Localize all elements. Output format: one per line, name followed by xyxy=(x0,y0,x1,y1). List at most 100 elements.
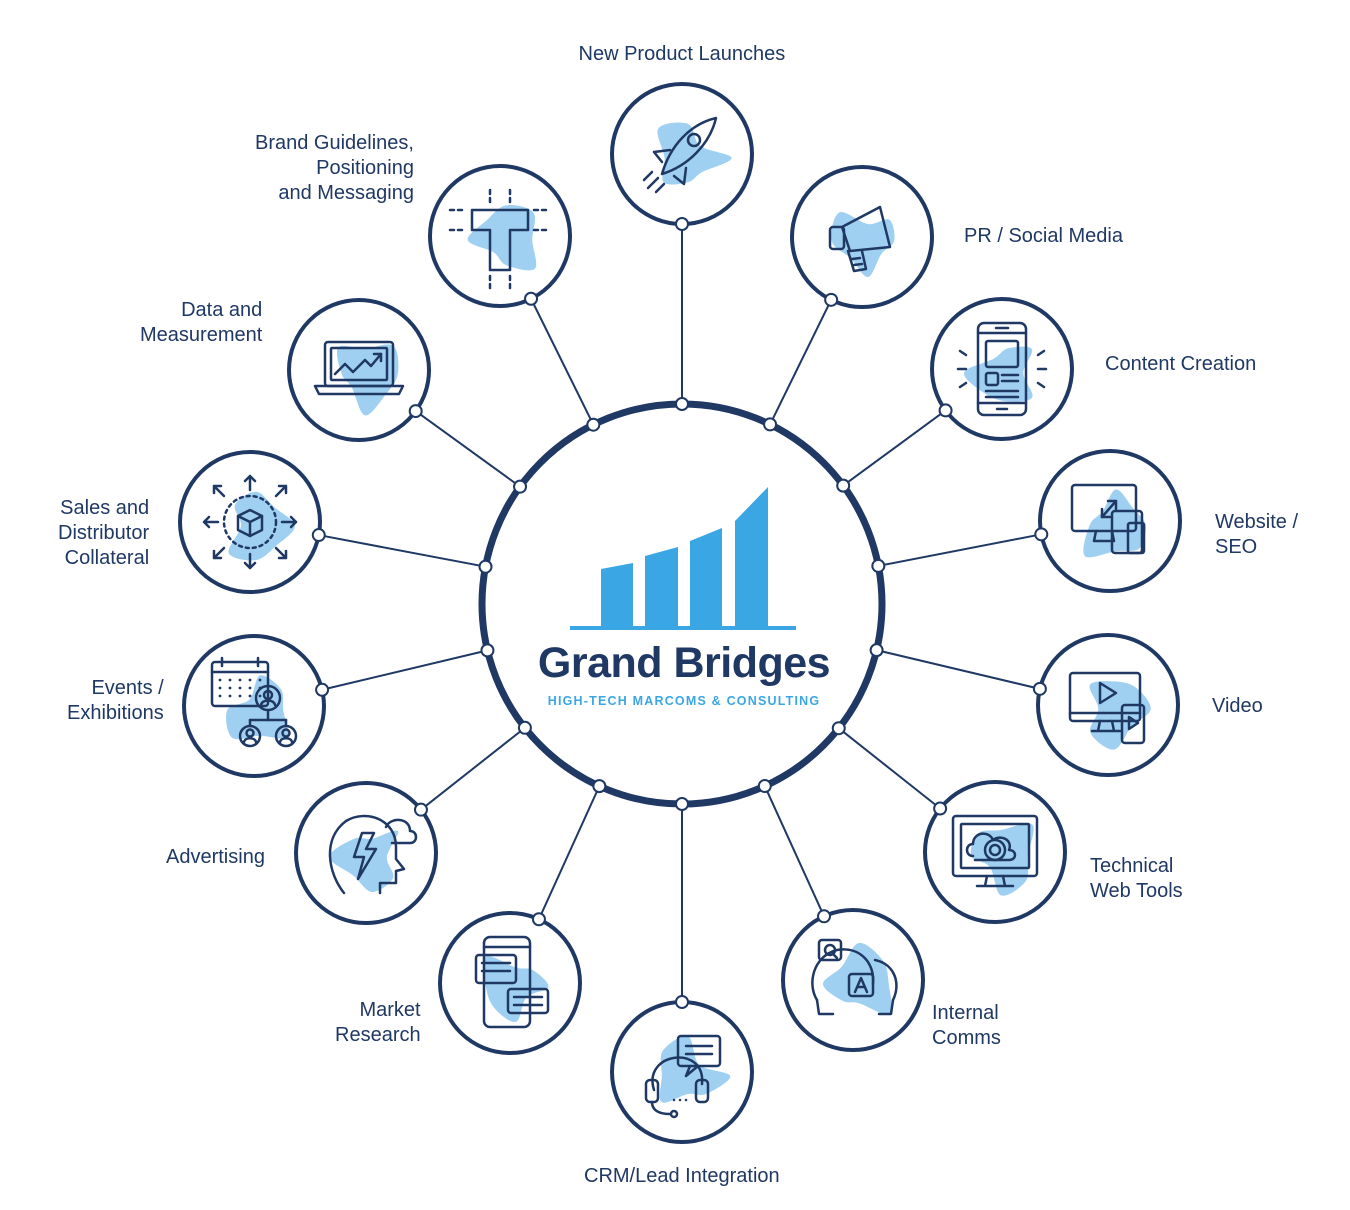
hub-connector-dot xyxy=(836,478,851,493)
service-node xyxy=(178,450,322,594)
chat-heads-icon xyxy=(811,938,898,1016)
node-connector-dot xyxy=(933,801,948,816)
hub-connector-dot xyxy=(675,397,689,411)
connector-line xyxy=(878,533,1042,567)
connector-line xyxy=(530,298,595,426)
service-label-line: New Product Launches xyxy=(578,43,786,65)
hub-connector-dot xyxy=(871,558,886,573)
service-node xyxy=(438,911,582,1055)
connector-lines xyxy=(318,224,1042,1002)
node-connector-dot xyxy=(1034,527,1049,542)
hub-connector-dot xyxy=(480,643,495,658)
service-node xyxy=(781,908,925,1052)
service-label: CRM/Lead Integration xyxy=(584,1164,780,1189)
cloud-gear-monitor-icon xyxy=(951,814,1039,896)
video-player-icon xyxy=(1068,671,1151,750)
service-label-line: Research xyxy=(335,1024,421,1046)
service-node xyxy=(294,781,438,925)
connector-line xyxy=(321,649,488,691)
service-label-line: Comms xyxy=(932,1027,1001,1049)
connector-line xyxy=(838,727,941,810)
service-node xyxy=(610,1000,754,1144)
hub-connector-dot xyxy=(592,779,607,794)
connector-line xyxy=(420,726,526,811)
service-node xyxy=(790,165,934,309)
hub-connector-dot xyxy=(757,779,772,794)
headset-chat-icon xyxy=(644,1034,731,1119)
logo-tagline: HIGH-TECH MARCOMS & CONSULTING xyxy=(548,694,821,708)
node-connector-dot xyxy=(408,404,423,419)
typography-t-icon xyxy=(448,188,552,290)
connector-line xyxy=(769,299,833,425)
service-label-line: Technical xyxy=(1090,855,1174,877)
service-nodes xyxy=(178,82,1182,1144)
service-label-line: Video xyxy=(1212,695,1263,717)
service-node xyxy=(1038,449,1182,593)
responsive-devices-icon xyxy=(1070,483,1146,558)
node-connector-dot xyxy=(938,403,953,418)
service-label: PR / Social Media xyxy=(964,224,1123,249)
service-label-line: Measurement xyxy=(140,324,263,346)
chat-bubbles-phone-icon xyxy=(474,935,550,1029)
node-connector-dot xyxy=(524,291,539,306)
hub-connector-dot xyxy=(513,479,528,494)
brainstorm-head-icon xyxy=(328,814,418,895)
service-label: Website / SEO xyxy=(1215,510,1298,560)
service-label-line: Exhibitions xyxy=(67,702,164,724)
service-node xyxy=(923,780,1067,924)
hub-circle xyxy=(478,400,886,808)
rocket-icon xyxy=(642,116,732,194)
service-node xyxy=(287,298,431,442)
service-label-line: CRM/Lead Integration xyxy=(584,1165,780,1187)
service-label-line: Website / xyxy=(1215,511,1298,533)
node-connector-dot xyxy=(675,217,689,231)
service-label: Events / Exhibitions xyxy=(67,676,164,726)
service-label: Video xyxy=(1212,694,1263,719)
hub-connector-dot xyxy=(831,721,846,736)
laptop-chart-icon xyxy=(313,340,405,416)
service-node xyxy=(930,297,1074,441)
connector-line xyxy=(415,410,521,488)
service-label-line: Content Creation xyxy=(1105,353,1257,375)
central-hub: Grand Bridges HIGH-TECH MARCOMS & CONSUL… xyxy=(478,400,886,808)
node-connector-dot xyxy=(413,802,428,817)
service-label: Advertising xyxy=(166,845,265,870)
node-connector-dot xyxy=(824,292,839,307)
connector-line xyxy=(876,649,1041,690)
node-connector-dot xyxy=(1032,681,1047,696)
service-node xyxy=(610,82,754,226)
hub-connector-dot xyxy=(517,720,532,735)
logo-wordmark: Grand Bridges xyxy=(538,639,830,687)
service-node xyxy=(1036,633,1180,777)
connector-line xyxy=(318,534,486,568)
service-label-line: and Messaging xyxy=(278,182,414,204)
service-node xyxy=(182,634,326,778)
service-label-line: Data and xyxy=(181,299,263,321)
service-label: New Product Launches xyxy=(579,42,786,67)
node-connector-dot xyxy=(311,528,326,543)
node-connector-dot xyxy=(531,912,546,927)
service-label-line: Advertising xyxy=(166,846,265,868)
connector-line xyxy=(763,785,825,917)
service-label-line: Events / xyxy=(91,677,164,699)
calendar-people-icon xyxy=(210,656,298,748)
connector-line xyxy=(842,409,947,487)
connector-line xyxy=(538,785,601,920)
service-label-line: Sales and xyxy=(60,497,150,519)
product-box-arrows-icon xyxy=(202,474,298,570)
service-label: Content Creation xyxy=(1105,352,1256,377)
service-label-line: PR / Social Media xyxy=(964,225,1123,247)
logo-bars-icon xyxy=(570,487,796,630)
service-label-line: SEO xyxy=(1215,536,1258,558)
hub-connector-dot xyxy=(869,643,884,658)
hub-connector-dot xyxy=(478,559,493,574)
service-node xyxy=(428,164,572,308)
service-label-line: Market xyxy=(359,999,421,1021)
node-connector-dot xyxy=(817,909,832,924)
